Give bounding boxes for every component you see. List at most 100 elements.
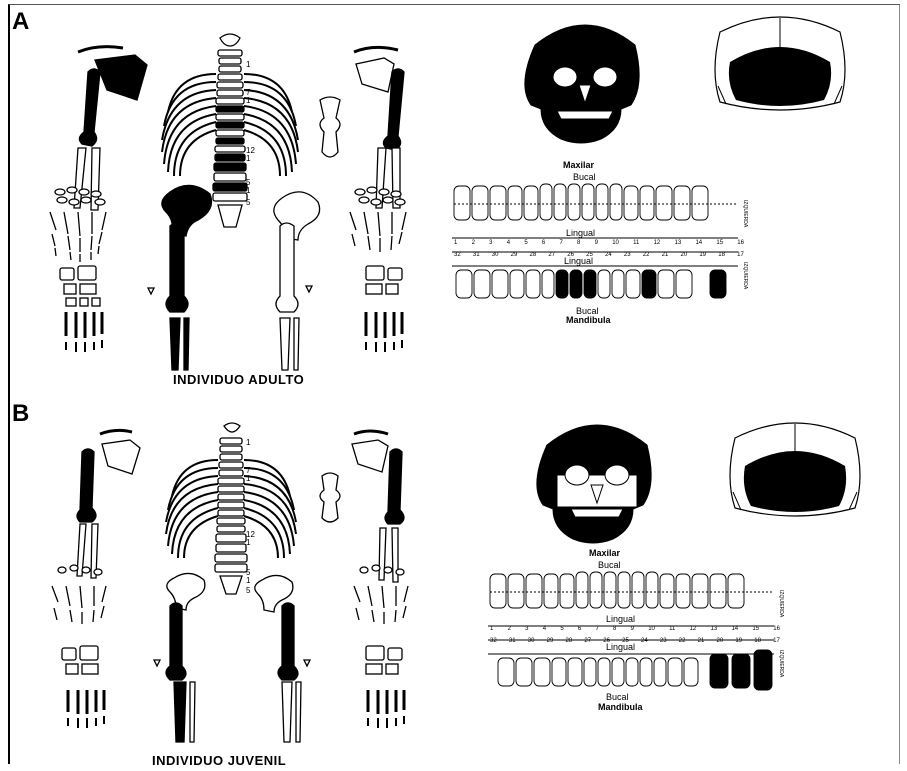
dental-label-bucal: Bucal <box>606 692 629 702</box>
tooth-number: 7 <box>559 240 562 246</box>
femur-right <box>278 603 298 680</box>
spine <box>213 50 247 227</box>
tooth-number: 29 <box>511 252 518 258</box>
tooth-number: 27 <box>584 638 591 644</box>
tooth-number: 13 <box>711 626 718 632</box>
patella-left <box>154 660 160 666</box>
tooth-number: 9 <box>631 626 634 632</box>
patella-left <box>148 288 154 294</box>
tooth-number: 28 <box>530 252 537 258</box>
spine-label: 1 <box>246 576 250 585</box>
scapula-left <box>95 55 147 100</box>
spine-label: 1 <box>246 186 250 195</box>
spine-label: 1 <box>246 438 250 447</box>
dental-label-maxilar: Maxilar <box>563 160 594 170</box>
dental-side-label: IZQUIERDA <box>742 200 748 227</box>
tooth-number: 24 <box>605 252 612 258</box>
dental-label-mandibula: Mandibula <box>598 702 643 712</box>
tooth-number: 11 <box>633 240 639 246</box>
spine <box>215 438 247 594</box>
tooth-number: 24 <box>641 638 648 644</box>
tooth-number: 20 <box>681 252 688 258</box>
upper-teeth <box>454 184 708 220</box>
tooth-number: 11 <box>669 626 675 632</box>
tibia-right <box>282 682 292 742</box>
spine-label: 1 <box>246 154 250 163</box>
fibula-left <box>190 682 195 742</box>
dental-side-label: IZQUIERDA <box>742 262 748 289</box>
tooth-number: 6 <box>542 240 545 246</box>
tooth-number: 5 <box>524 240 527 246</box>
patella-right <box>306 286 312 292</box>
tooth-number: 3 <box>489 240 492 246</box>
clavicle-left <box>100 430 132 434</box>
fibula-right <box>296 682 301 742</box>
dental-label-maxilar: Maxilar <box>589 548 620 558</box>
tooth-number: 3 <box>525 626 528 632</box>
patella-right <box>304 660 310 666</box>
dental-label-mandibula: Mandibula <box>566 315 611 325</box>
tooth-number: 20 <box>717 638 724 644</box>
tooth-number: 6 <box>578 626 581 632</box>
tooth-number: 19 <box>699 252 706 258</box>
tooth-number: 25 <box>586 252 593 258</box>
ilium-left <box>162 185 212 236</box>
tibia-right <box>280 318 290 370</box>
tooth-number: 16 <box>773 626 780 632</box>
tooth-number: 12 <box>690 626 697 632</box>
skull-posterior <box>700 12 860 122</box>
tooth-numbers-upper: 12345678910111213141516 <box>490 626 780 632</box>
tooth-number: 18 <box>754 638 761 644</box>
tooth-number: 26 <box>603 638 610 644</box>
tooth-number: 23 <box>624 252 631 258</box>
dental-side-label: IZQUIERDA <box>778 590 784 617</box>
spine-label: 1 <box>246 96 250 105</box>
scapula-right <box>356 58 394 92</box>
foot-left <box>60 266 102 352</box>
tooth-number: 31 <box>509 638 516 644</box>
tooth-number: 14 <box>695 240 702 246</box>
tooth-number: 21 <box>662 252 669 258</box>
tooth-number: 15 <box>716 240 723 246</box>
tooth-number: 16 <box>737 240 744 246</box>
foot-right <box>366 266 402 352</box>
tooth-number: 32 <box>490 638 497 644</box>
skull-frontal <box>515 15 655 145</box>
tooth-number: 8 <box>613 626 616 632</box>
spine-label: 5 <box>246 198 250 207</box>
skull-frontal <box>527 415 667 545</box>
foot-left <box>62 646 104 728</box>
humerus-right <box>385 449 404 524</box>
tooth-number: 14 <box>731 626 738 632</box>
tooth-number: 4 <box>507 240 510 246</box>
tooth-number: 17 <box>737 252 744 258</box>
tooth-number: 10 <box>648 626 655 632</box>
skull-posterior <box>715 418 875 528</box>
panel-caption: INDIVIDUO JUVENIL <box>152 753 286 768</box>
scapula-right <box>352 440 388 472</box>
tooth-number: 25 <box>622 638 629 644</box>
tooth-number: 15 <box>752 626 759 632</box>
fibula-left <box>184 318 189 370</box>
tooth-number: 27 <box>548 252 555 258</box>
tooth-number: 17 <box>773 638 780 644</box>
spine-label: 1 <box>246 538 250 547</box>
humerus-left <box>79 69 100 146</box>
scapula-left <box>102 440 140 474</box>
dental-side-label: IZQUIERDA <box>778 650 784 677</box>
tooth-number: 4 <box>543 626 546 632</box>
tooth-number: 5 <box>560 626 563 632</box>
tooth-number: 23 <box>660 638 667 644</box>
spine-label: 5 <box>246 586 250 595</box>
tooth-number: 31 <box>473 252 480 258</box>
tooth-number: 2 <box>508 626 511 632</box>
clavicle-left <box>78 47 123 52</box>
humerus-left <box>77 449 96 522</box>
tooth-number: 1 <box>454 240 457 246</box>
tooth-number: 1 <box>490 626 493 632</box>
dental-label-lingual: Lingual <box>566 228 595 238</box>
tooth-number: 21 <box>698 638 705 644</box>
foot-right <box>366 646 404 728</box>
